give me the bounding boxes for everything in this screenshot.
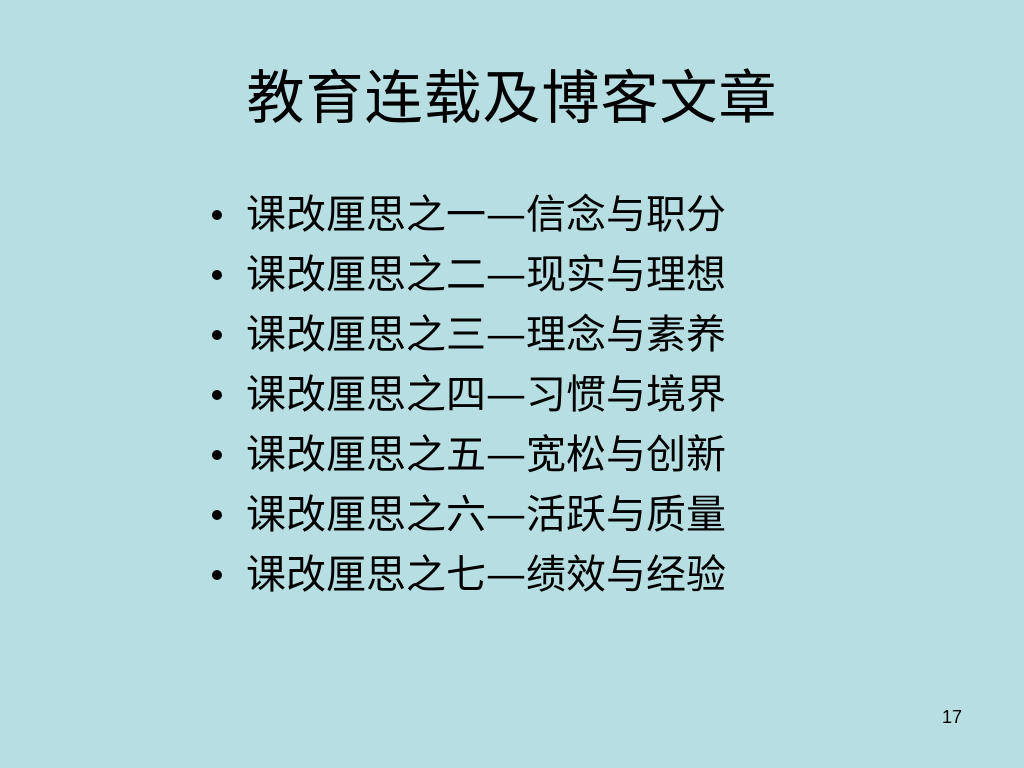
bullet-item-4: 课改厘思之四—习惯与境界 bbox=[207, 365, 847, 425]
bullet-item-6: 课改厘思之六—活跃与质量 bbox=[207, 485, 847, 545]
bullet-text: 课改厘思之一—信念与职分 bbox=[246, 192, 726, 238]
bullet-list: 课改厘思之一—信念与职分 课改厘思之二—现实与理想 课改厘思之三—理念与素养 课… bbox=[207, 185, 847, 605]
bullet-icon bbox=[212, 390, 222, 400]
bullet-item-3: 课改厘思之三—理念与素养 bbox=[207, 305, 847, 365]
bullet-icon bbox=[212, 210, 222, 220]
bullet-icon bbox=[212, 330, 222, 340]
bullet-text: 课改厘思之六—活跃与质量 bbox=[246, 492, 726, 538]
bullet-text: 课改厘思之五—宽松与创新 bbox=[246, 432, 726, 478]
bullet-item-2: 课改厘思之二—现实与理想 bbox=[207, 245, 847, 305]
bullet-text: 课改厘思之二—现实与理想 bbox=[246, 252, 726, 298]
bullet-icon bbox=[212, 450, 222, 460]
bullet-icon bbox=[212, 270, 222, 280]
bullet-icon bbox=[212, 510, 222, 520]
bullet-item-7: 课改厘思之七—绩效与经验 bbox=[207, 545, 847, 605]
bullet-text: 课改厘思之三—理念与素养 bbox=[246, 312, 726, 358]
bullet-text: 课改厘思之七—绩效与经验 bbox=[246, 552, 726, 598]
bullet-icon bbox=[212, 570, 222, 580]
bullet-item-5: 课改厘思之五—宽松与创新 bbox=[207, 425, 847, 485]
page-number: 17 bbox=[941, 707, 962, 727]
bullet-text: 课改厘思之四—习惯与境界 bbox=[246, 372, 726, 418]
slide-title: 教育连载及博客文章 bbox=[246, 64, 778, 132]
bullet-item-1: 课改厘思之一—信念与职分 bbox=[207, 185, 847, 245]
